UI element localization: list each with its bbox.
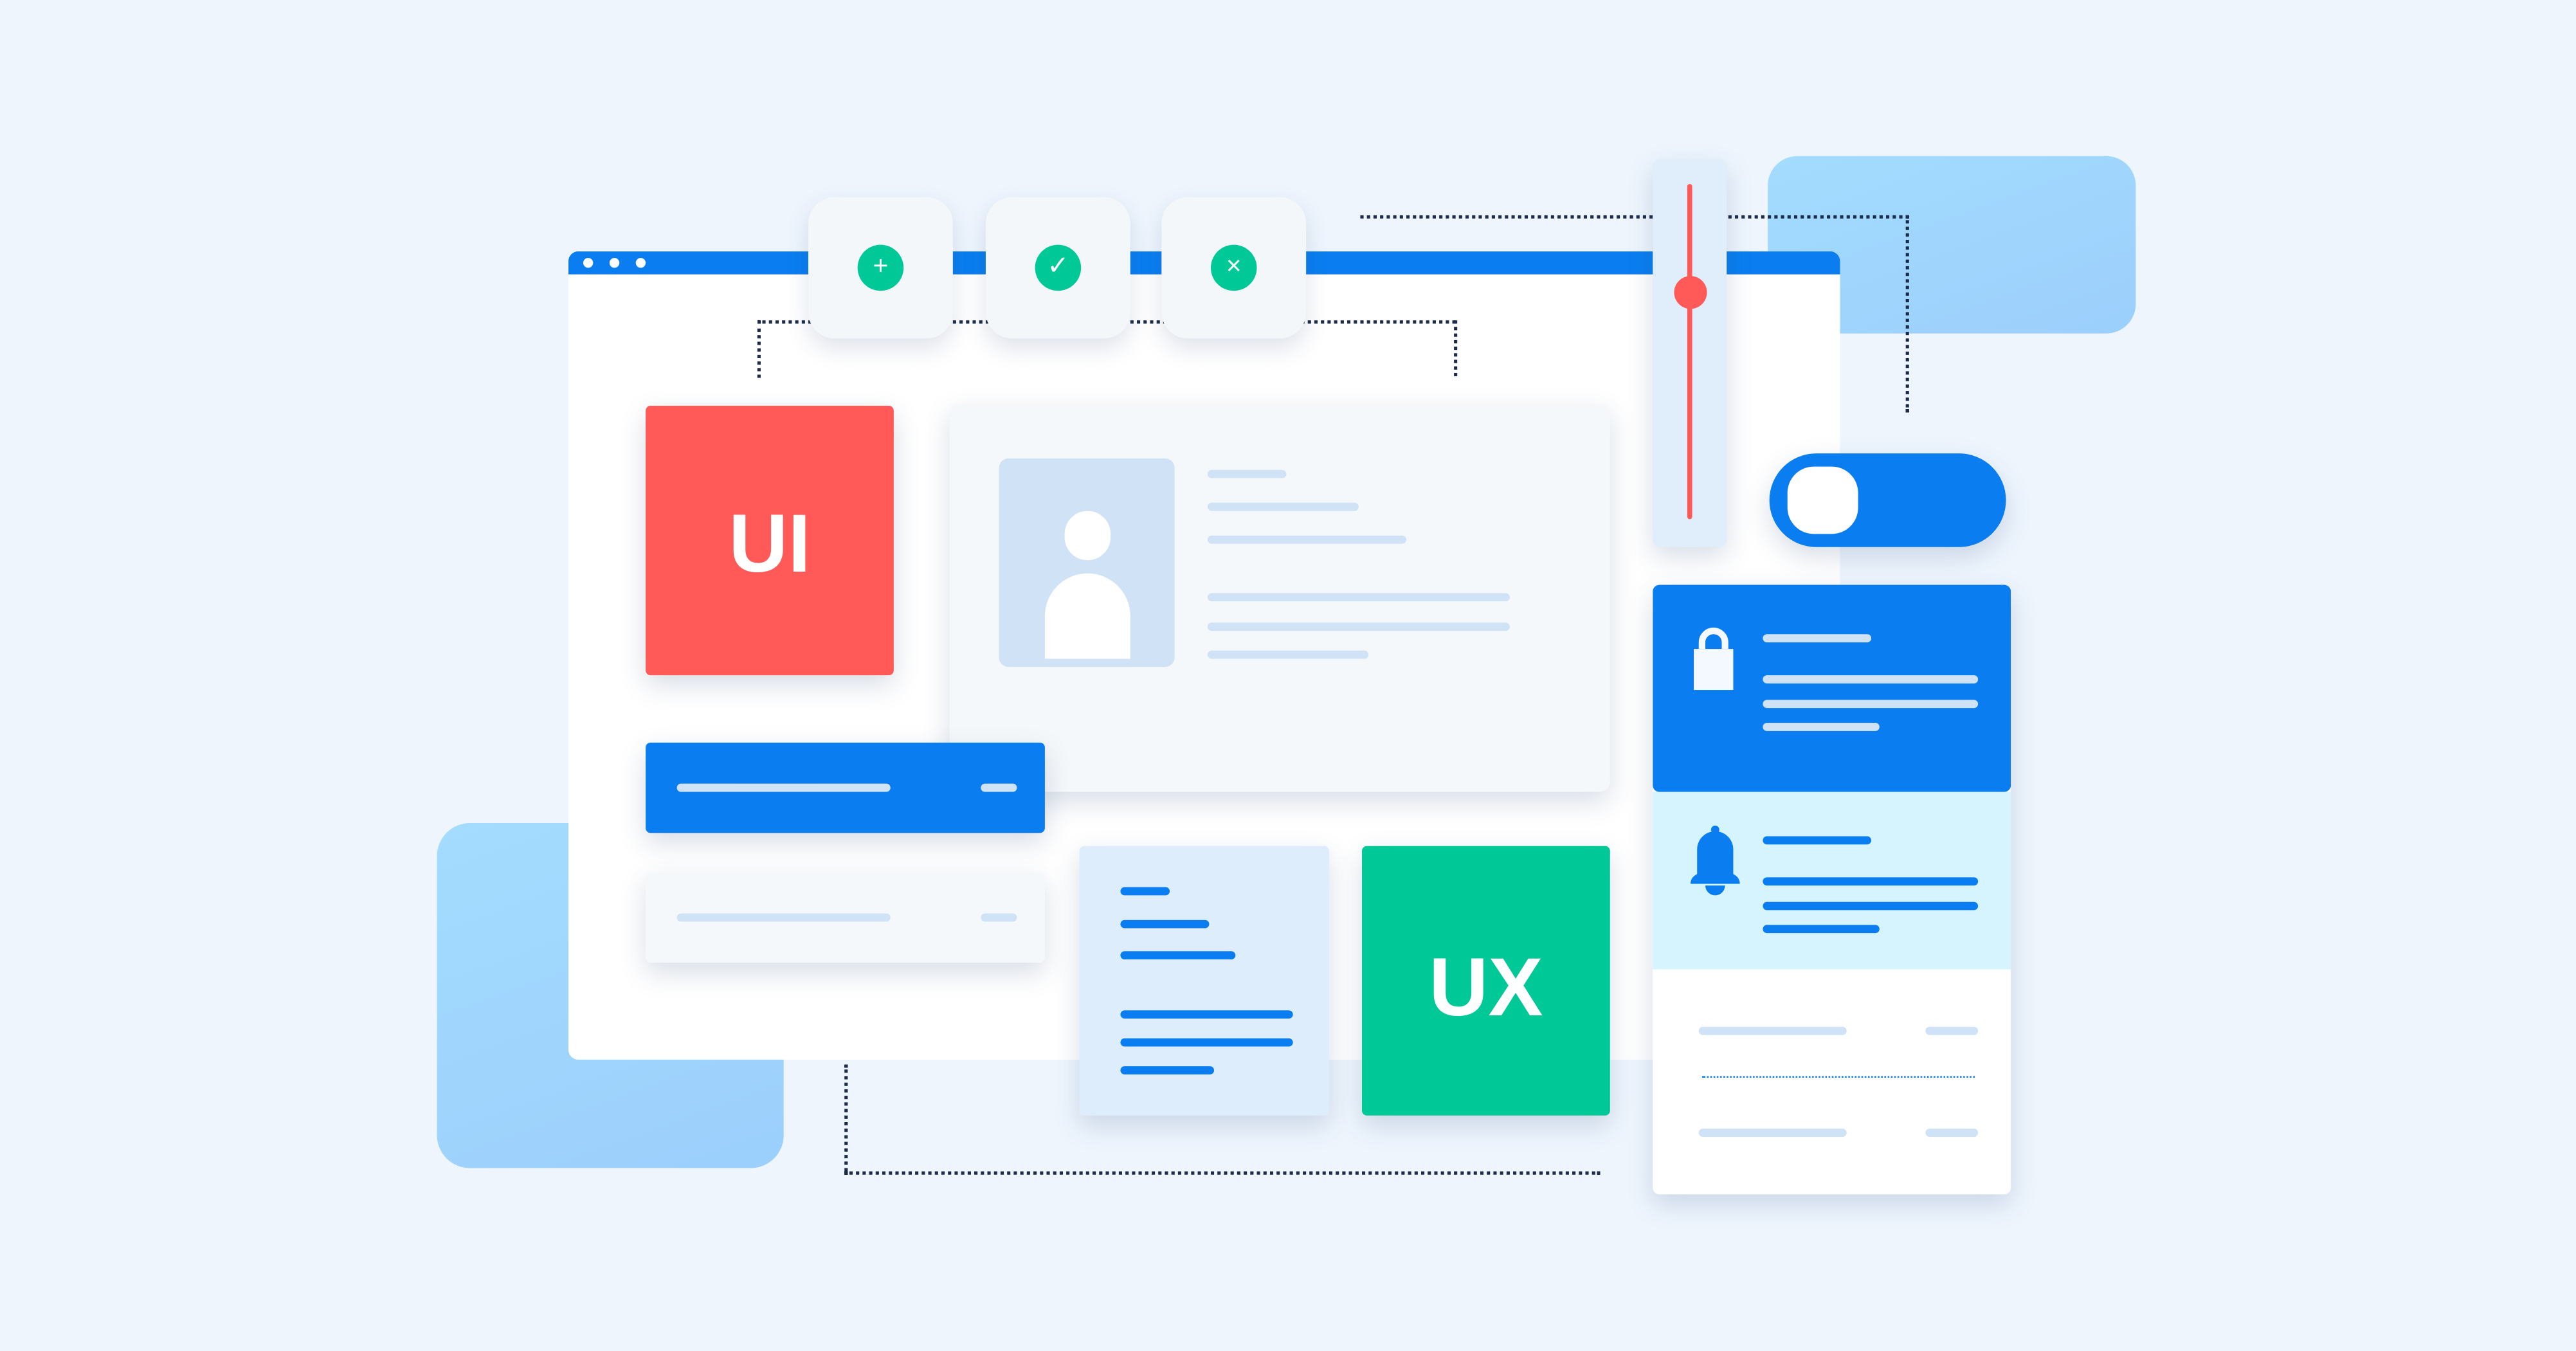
dotted-connector bbox=[844, 1171, 1601, 1175]
dotted-connector bbox=[1905, 215, 1909, 413]
user-icon bbox=[1064, 511, 1111, 561]
security-item[interactable] bbox=[1653, 585, 2011, 792]
text-line bbox=[676, 913, 891, 922]
check-icon: ✓ bbox=[1035, 244, 1082, 291]
text-line bbox=[1763, 634, 1872, 642]
text-line bbox=[1120, 920, 1210, 929]
dotted-connector bbox=[757, 320, 761, 378]
toggle-switch[interactable] bbox=[1769, 453, 2006, 547]
window-dot[interactable] bbox=[635, 258, 646, 268]
text-line bbox=[1763, 700, 1979, 709]
text-line bbox=[1698, 1026, 1847, 1035]
text-line bbox=[1763, 902, 1979, 911]
dotted-connector bbox=[1360, 215, 1903, 219]
text-line bbox=[1207, 650, 1369, 659]
text-line bbox=[1763, 836, 1872, 845]
window-dot[interactable] bbox=[583, 258, 594, 268]
dotted-connector bbox=[1454, 320, 1458, 377]
notification-panel bbox=[1653, 585, 2011, 1195]
text-line bbox=[1207, 469, 1287, 478]
ui-label: UI bbox=[729, 498, 811, 590]
window-dot[interactable] bbox=[609, 258, 620, 268]
selected-list-row[interactable] bbox=[646, 742, 1045, 833]
dotted-connector bbox=[844, 1064, 848, 1172]
bell-icon bbox=[1690, 825, 1740, 896]
text-line bbox=[981, 783, 1017, 792]
confirm-button[interactable]: ✓ bbox=[985, 197, 1130, 339]
text-line bbox=[981, 913, 1017, 922]
divider bbox=[1701, 1076, 1975, 1078]
text-line bbox=[1207, 535, 1406, 544]
ux-card: UX bbox=[1362, 846, 1610, 1116]
notification-item[interactable] bbox=[1653, 792, 2011, 970]
text-line bbox=[1763, 675, 1979, 684]
close-icon: × bbox=[1210, 244, 1257, 291]
text-line bbox=[1120, 1066, 1215, 1074]
text-line bbox=[1207, 502, 1359, 511]
avatar bbox=[999, 458, 1175, 667]
text-line bbox=[1763, 925, 1880, 934]
slider-thumb[interactable] bbox=[1674, 276, 1707, 309]
text-line bbox=[676, 783, 891, 792]
text-line bbox=[1925, 1026, 1979, 1035]
plus-icon: + bbox=[857, 244, 904, 291]
text-line bbox=[1120, 1038, 1293, 1047]
close-button[interactable]: × bbox=[1161, 197, 1307, 339]
add-button[interactable]: + bbox=[808, 197, 953, 339]
lock-icon bbox=[1694, 627, 1734, 691]
text-line bbox=[1763, 723, 1880, 731]
text-line bbox=[1207, 593, 1510, 602]
text-line bbox=[1120, 887, 1170, 896]
text-line bbox=[1207, 622, 1510, 631]
list-row[interactable] bbox=[646, 872, 1045, 963]
ui-card: UI bbox=[646, 406, 894, 676]
ux-label: UX bbox=[1429, 941, 1543, 1034]
user-icon-body bbox=[1044, 573, 1130, 659]
text-line bbox=[1120, 1010, 1293, 1019]
text-line bbox=[1763, 877, 1979, 886]
slider-track bbox=[1687, 184, 1692, 520]
document-card bbox=[1079, 846, 1329, 1116]
text-line bbox=[1698, 1129, 1847, 1137]
profile-card bbox=[949, 404, 1610, 792]
text-line bbox=[1925, 1129, 1979, 1137]
text-line bbox=[1120, 951, 1236, 960]
vertical-slider[interactable] bbox=[1653, 159, 1727, 547]
toggle-knob bbox=[1787, 466, 1858, 534]
